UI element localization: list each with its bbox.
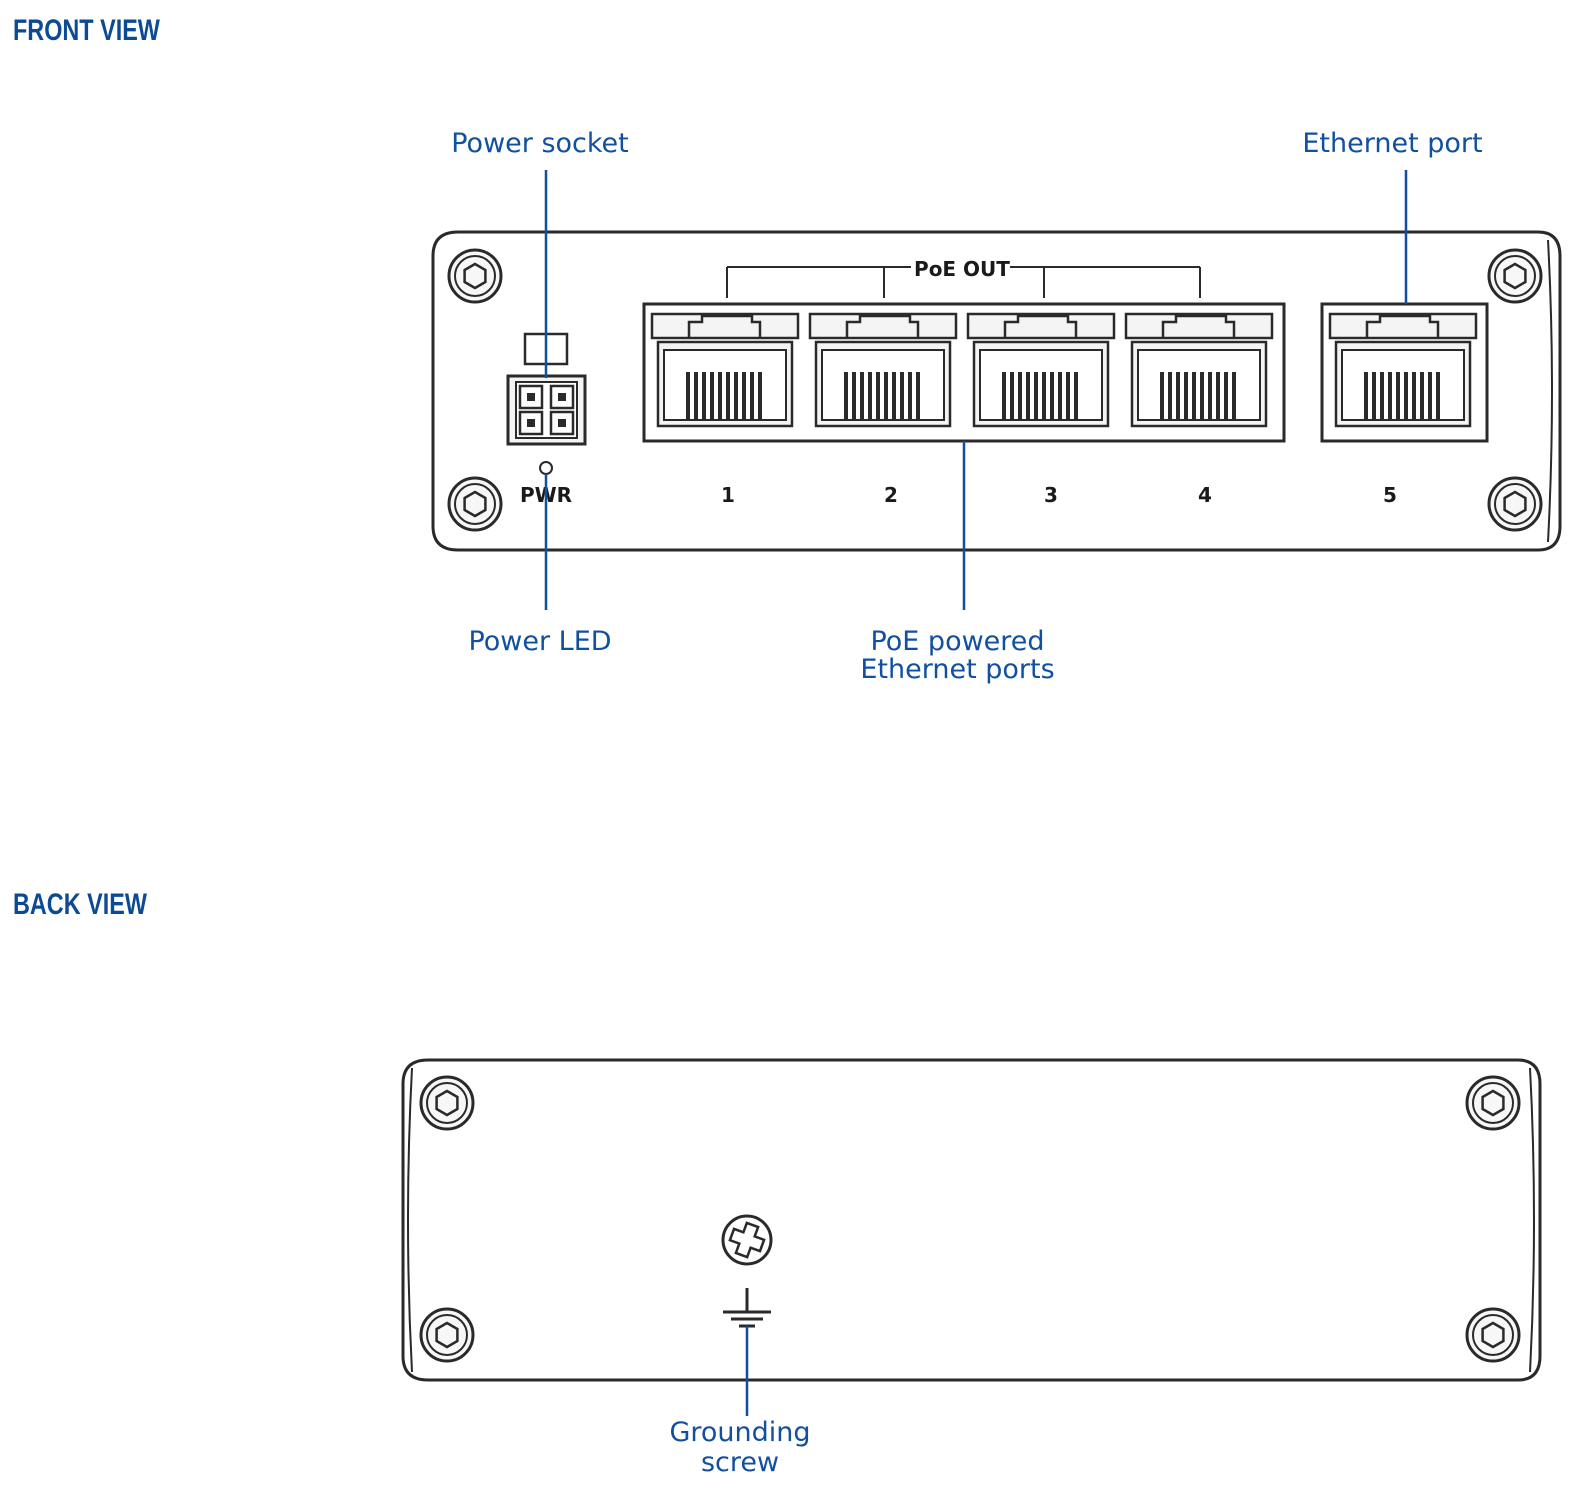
ethernet-port-3-icon bbox=[966, 312, 1116, 428]
ground-symbol-icon bbox=[723, 1288, 771, 1328]
power-led-callout: Power LED bbox=[468, 626, 612, 657]
grounding-screw-callout-line1: Grounding bbox=[669, 1417, 811, 1448]
front-view-title: FRONT VIEW bbox=[13, 14, 160, 47]
front-screw-bottom-left-icon bbox=[447, 476, 503, 532]
poe-ports-callout-line2: Ethernet ports bbox=[860, 654, 1055, 685]
port-number-4: 4 bbox=[1198, 483, 1212, 507]
back-screw-bottom-right-icon bbox=[1465, 1307, 1521, 1363]
front-leader-lines bbox=[544, 170, 1408, 610]
port-number-3: 3 bbox=[1044, 483, 1058, 507]
port-number-1: 1 bbox=[721, 483, 735, 507]
poe-out-label: PoE OUT bbox=[914, 257, 1010, 281]
power-led-icon bbox=[539, 461, 553, 475]
front-device: PWR PoE OUT 1 2 3 4 bbox=[431, 230, 1562, 552]
back-device bbox=[401, 1058, 1542, 1382]
ethernet-port-4-icon bbox=[1124, 312, 1274, 428]
poe-out-bracket bbox=[726, 266, 1201, 298]
back-screw-top-left-icon bbox=[419, 1075, 475, 1131]
back-screw-top-right-icon bbox=[1465, 1075, 1521, 1131]
back-view-title: BACK VIEW bbox=[13, 888, 147, 921]
front-screw-top-right-icon bbox=[1487, 248, 1543, 304]
grounding-screw-icon bbox=[721, 1214, 773, 1266]
back-screw-bottom-left-icon bbox=[419, 1307, 475, 1363]
grounding-screw-callout: Grounding screw bbox=[650, 1418, 830, 1478]
front-screw-top-left-icon bbox=[447, 248, 503, 304]
port-number-2: 2 bbox=[884, 483, 898, 507]
poe-ports-callout: PoE powered Ethernet ports bbox=[840, 628, 1075, 684]
poe-ports-callout-line1: PoE powered bbox=[870, 626, 1045, 657]
power-socket-callout: Power socket bbox=[451, 128, 629, 159]
front-screw-bottom-right-icon bbox=[1487, 476, 1543, 532]
ethernet-port-2-icon bbox=[808, 312, 958, 428]
ethernet-port-1-icon bbox=[650, 312, 800, 428]
ethernet-port-5-icon bbox=[1328, 312, 1478, 428]
ethernet-port-callout: Ethernet port bbox=[1302, 128, 1483, 159]
port-number-5: 5 bbox=[1383, 483, 1397, 507]
grounding-screw-callout-line2: screw bbox=[700, 1447, 780, 1478]
